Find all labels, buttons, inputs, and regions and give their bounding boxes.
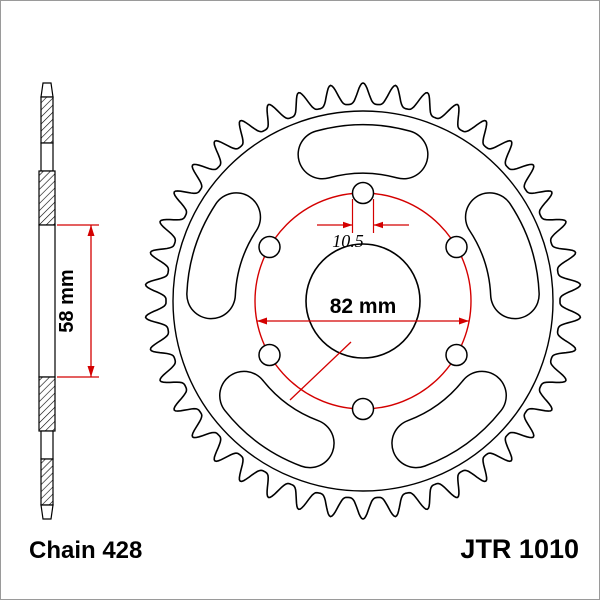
dim-58mm-label: 58 mm [56, 269, 78, 332]
profile-hatch-section [40, 458, 54, 506]
side-profile-view [38, 82, 56, 520]
cutout-fill [298, 125, 428, 178]
dim-arrow-down [87, 366, 95, 377]
profile-plain-section [40, 430, 54, 460]
profile-hub-section [38, 224, 56, 378]
profile-hatch-section [38, 170, 56, 226]
bolt-hole [351, 181, 375, 205]
centre-bore [305, 243, 421, 359]
dim-arrow-left [257, 317, 267, 325]
dimension-82mm [257, 317, 469, 401]
dimension-10-5 [317, 199, 409, 233]
bolt-hole [445, 343, 468, 367]
chain-size-label: Chain 428 [29, 537, 142, 564]
bolt-hole [351, 397, 375, 421]
dim-arrow-up [87, 225, 95, 236]
profile-hatch-section [40, 96, 54, 144]
dim-arrow-right [343, 221, 353, 229]
cutout-fill [220, 372, 334, 467]
cutout-fill [392, 372, 506, 467]
bolt-hole [258, 235, 281, 259]
part-number-label: JTR 1010 [460, 534, 579, 564]
dim-10-5-label: 10.5 [332, 231, 364, 251]
profile-tooth-tip-top [40, 82, 54, 98]
front-view [144, 82, 582, 520]
cutout-fill [187, 193, 260, 318]
profile-hatch-section [38, 376, 56, 432]
cutout-fill [466, 193, 539, 318]
dim-arrow-right [459, 317, 469, 325]
bolt-hole [445, 235, 468, 259]
profile-plain-section [40, 142, 54, 172]
dim-arrow-left [373, 221, 383, 229]
profile-tooth-tip-bottom [40, 504, 54, 520]
dimension-58mm [57, 224, 99, 378]
dim-leader-line [289, 341, 352, 401]
rim-inner-circle [172, 110, 554, 492]
dim-82mm-label: 82 mm [330, 295, 397, 318]
bolt-hole [258, 343, 281, 367]
